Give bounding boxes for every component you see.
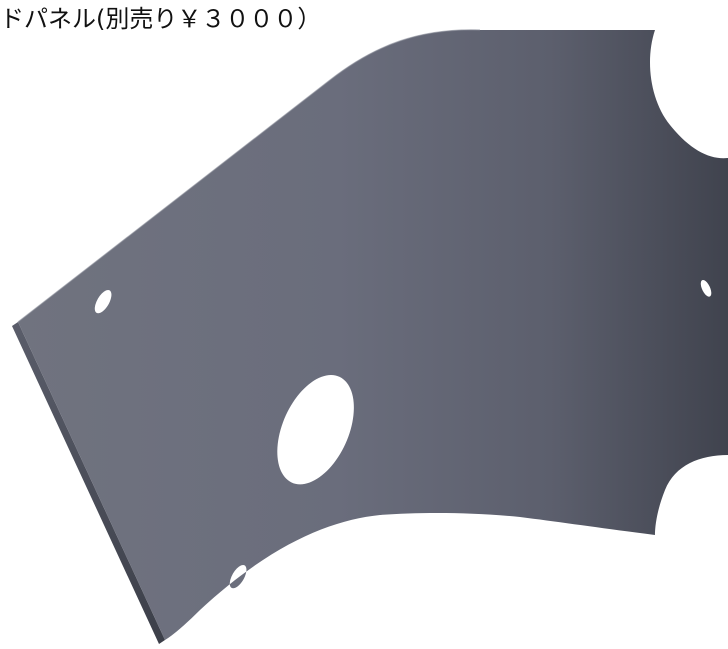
panel-body	[18, 29, 728, 640]
panel-top-highlight	[17, 29, 481, 323]
panel-side-edge	[12, 322, 165, 644]
product-caption: ドパネル(別売り￥３０００）	[0, 5, 322, 33]
